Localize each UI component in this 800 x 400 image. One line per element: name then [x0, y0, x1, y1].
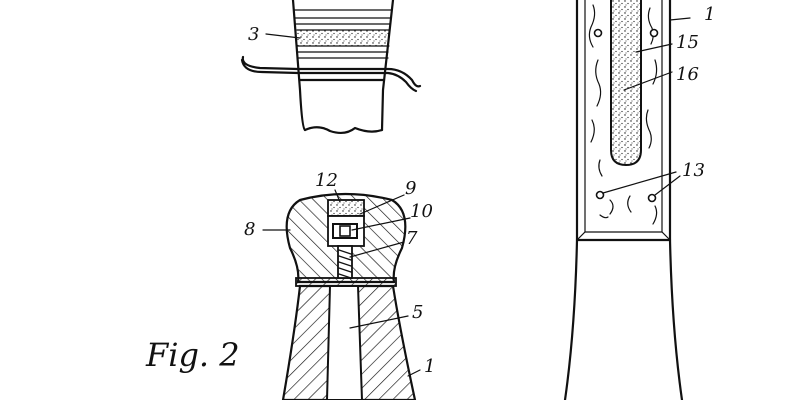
leader-1-top — [669, 17, 691, 21]
screw-shank — [337, 245, 353, 279]
ref-1-top: 1 — [704, 4, 715, 25]
broken-edge — [303, 126, 384, 135]
ref-13: 13 — [682, 160, 705, 181]
ref-5: 5 — [412, 302, 423, 323]
leader-1-bottom — [407, 369, 421, 377]
stippled-band — [297, 30, 389, 46]
upper-part-drawing: 3 — [240, 0, 422, 135]
hole — [647, 193, 657, 203]
leader-3 — [265, 33, 301, 39]
leader-13b — [654, 175, 681, 196]
hole — [595, 190, 605, 200]
leader-10 — [351, 217, 411, 231]
ref-3: 3 — [248, 24, 259, 45]
leader-16 — [623, 71, 673, 91]
ref-16: 16 — [676, 64, 699, 85]
handle-left-edge — [563, 238, 579, 400]
section-view-drawing: 12 9 10 7 8 5 1 Fig. 2 — [145, 170, 435, 400]
leader-9 — [359, 194, 405, 215]
hole — [593, 28, 603, 38]
upper-right-edge — [380, 0, 395, 132]
ref-9: 9 — [405, 178, 416, 199]
ref-10: 10 — [410, 201, 433, 222]
figure-label: Fig. 2 — [145, 336, 240, 374]
wood-grain — [588, 4, 658, 225]
upper-left-edge — [291, 0, 307, 132]
leader-7 — [349, 241, 405, 258]
ref-12: 12 — [315, 170, 338, 191]
hole — [649, 28, 659, 38]
ref-1-bottom: 1 — [424, 356, 435, 377]
ref-7: 7 — [406, 228, 418, 249]
leader-12 — [334, 189, 341, 203]
stippled-slot — [610, 0, 642, 167]
exterior-view-drawing: 1 15 16 13 — [563, 0, 715, 400]
joint-plate — [295, 277, 397, 287]
string — [241, 55, 422, 88]
handle-right-edge — [668, 238, 684, 400]
leader-13a — [602, 171, 677, 194]
ref-8: 8 — [244, 219, 255, 240]
ref-15: 15 — [676, 32, 699, 53]
leader-15 — [635, 43, 673, 53]
central-bore — [325, 285, 364, 400]
leader-5 — [349, 315, 409, 329]
